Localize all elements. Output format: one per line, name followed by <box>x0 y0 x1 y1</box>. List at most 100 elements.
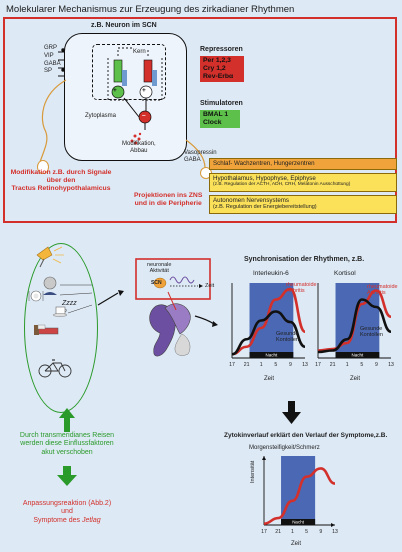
stimulatoren-label: Stimulatoren <box>200 100 243 107</box>
chart2-tick-2: 1 <box>346 362 349 368</box>
axon-terminal-left <box>37 160 49 174</box>
target-schlaf: Schlaf- Wachzentren, Hungerzentren <box>209 158 397 170</box>
chart3-ylabel: Intensität <box>250 460 256 483</box>
chart1-series-1 <box>231 310 306 356</box>
zzz-label: Zzzz <box>62 300 77 307</box>
chart3-tick-1: 21 <box>275 529 281 535</box>
chart2-title: Kortisol <box>334 270 356 277</box>
projektionen-text: Projektionen ins ZNS und in die Peripher… <box>134 192 203 207</box>
zeit-label-brain: Zeit <box>205 283 215 289</box>
target-autonom-sub: (z.B. Regulation der Energiebereitstellu… <box>213 204 317 211</box>
chart1-xlabel: Zeit <box>264 376 275 382</box>
chart2-xlabel: Zeit <box>350 376 361 382</box>
chart2-series-1 <box>317 298 392 354</box>
minus-sign: – <box>142 112 146 119</box>
input-list: GRP VIP GABA SP <box>44 45 61 76</box>
input-vip: VIP <box>44 52 54 59</box>
anpassung-main: Anpassungsreaktion (Abb.2) und Symptome … <box>22 500 112 524</box>
chart1-tick-5: 13 <box>302 362 308 368</box>
chart3-night-bar <box>281 519 316 525</box>
chart1-tick-2: 1 <box>260 362 263 368</box>
target-hypothalamus-sub: (z.B. Regulation der ACTH, ADH, CRH, Mel… <box>213 182 351 188</box>
chart2-tick-3: 5 <box>360 362 363 368</box>
bicycle-icon <box>38 359 72 378</box>
stimulatoren-box: BMAL 1 Clock <box>200 110 240 129</box>
chart1-series-ra: rheumatoide Arthritis <box>286 282 317 295</box>
chart3-tick-2: 1 <box>291 529 294 535</box>
plus-sign-1: + <box>113 87 117 94</box>
anpassung-text: Anpassungsreaktion (Abb.2) und Symptome … <box>12 500 122 525</box>
target-schlaf-title: Schlaf- Wachzentren, Hungerzentren <box>213 160 315 167</box>
brain-graphics <box>135 258 218 357</box>
plus-sign-2: + <box>142 87 146 94</box>
repressor-cry: Cry 1,2 <box>203 65 226 73</box>
influence-factors-ellipse <box>24 243 98 413</box>
plate-icon <box>28 290 44 302</box>
stimulator-clock: Clock <box>203 119 222 127</box>
chart2-tick-5: 13 <box>388 362 394 368</box>
person-icon <box>43 276 57 295</box>
chart2-series-ra: rheumatoide Arthritis <box>367 284 398 297</box>
zyto-title: Zytokinverlauf erklärt den Verlauf der S… <box>224 432 388 439</box>
repressor-reverb: Rev-Erbα <box>203 73 234 81</box>
input-sp: SP <box>44 68 53 75</box>
chart1-tick-0: 17 <box>229 362 235 368</box>
chart2-night-bar <box>335 352 380 358</box>
neuron-cell <box>64 33 187 161</box>
target-hypothalamus: Hypothalamus, Hypophyse, Epiphyse (z.B. … <box>209 173 397 192</box>
kern-label: Kern <box>133 49 146 55</box>
vasopressin-label: Vasopressin GABA <box>184 150 217 163</box>
bed-icon <box>34 324 59 335</box>
repressoren-box: Per 1,2,3 Cry 1,2 Rev-Erbα <box>200 56 244 83</box>
green-down-arrow-icon <box>57 466 77 486</box>
input-gaba: GABA <box>44 60 61 67</box>
chart1-tick-3: 5 <box>274 362 277 368</box>
target-autonom: Autonomen Nervensystems (z.B. Regulation… <box>209 195 397 214</box>
influence-icons <box>28 246 124 378</box>
chart3-night-label: Nacht <box>292 520 305 525</box>
neuron-graphics <box>39 47 210 175</box>
sync-title: Synchronisation der Rhythmen, z.B. <box>244 256 365 263</box>
zytoplasma-label: Zytoplasma <box>85 113 117 119</box>
main-title: Molekularer Mechanismus zur Erzeugung de… <box>6 4 295 15</box>
modifikation-label: Modifikation, Abbau <box>122 141 156 154</box>
chart3-y-arrow <box>262 456 266 460</box>
chart2-night-label: Nacht <box>352 353 365 358</box>
chart3-x-arrow <box>331 523 335 527</box>
coffee-cup-icon <box>52 306 68 317</box>
chart2-tick-0: 17 <box>315 362 321 368</box>
chart1-tick-1: 21 <box>244 362 250 368</box>
chart2-tick-1: 21 <box>330 362 336 368</box>
chart1-tick-4: 9 <box>289 362 292 368</box>
repressor-per: Per 1,2,3 <box>203 57 231 64</box>
scn-detail-frame <box>135 258 211 300</box>
chart3-tick-0: 17 <box>261 529 267 535</box>
down-arrow-icon <box>282 401 301 424</box>
chart3-tick-3: 5 <box>305 529 308 535</box>
chart3-series-0 <box>263 467 336 525</box>
reisen-text: Durch transmeridianes Reisen werden dies… <box>19 432 115 456</box>
nucleus <box>92 44 166 100</box>
target-hypothalamus-title: Hypothalamus, Hypophyse, Epiphyse <box>213 175 316 182</box>
chart2-series-gesund: Gesunde Kontollen <box>360 326 383 339</box>
chart1-series-0 <box>231 287 307 356</box>
modifikation-signale-text: Modifikation z.B. durch Signale über den… <box>10 169 112 192</box>
chart2-tick-4: 9 <box>375 362 378 368</box>
input-grp: GRP <box>44 45 58 51</box>
stimulator-bmal: BMAL 1 <box>203 111 229 118</box>
arrows-left <box>57 408 77 486</box>
chart3-title: Morgensteifigkeit/Schmerz <box>249 445 320 451</box>
neuronale-aktivitaet-label: neuronale Aktivität <box>147 262 172 275</box>
green-up-arrow-icon <box>59 408 75 432</box>
scn-label: SCN <box>151 280 162 286</box>
neuron-label: z.B. Neuron im SCN <box>91 22 157 29</box>
lamp-icon <box>36 246 64 268</box>
chart1-night-bar <box>249 352 294 358</box>
chart3-tick-4: 9 <box>319 529 322 535</box>
jetlag-word: Jetlag <box>81 516 101 524</box>
chart1-night-label: Nacht <box>266 353 279 358</box>
chart1-title: Interleukin-6 <box>253 270 289 277</box>
